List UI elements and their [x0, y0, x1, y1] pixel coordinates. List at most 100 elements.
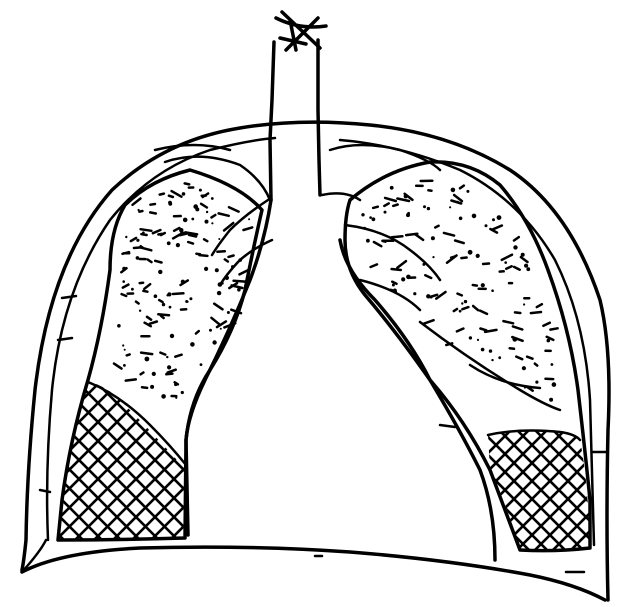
hatch-line — [368, 425, 498, 555]
speckle-dash — [150, 212, 156, 213]
speckle-dot — [469, 336, 472, 339]
speckle-dot — [200, 363, 203, 366]
speckle-dot — [406, 213, 410, 217]
speckle-dot — [466, 190, 469, 193]
speckle-dot — [122, 267, 126, 271]
speckle-dash — [397, 199, 409, 202]
speckle-dot — [204, 267, 208, 271]
speckle-dot — [384, 211, 387, 214]
speckle-dash — [502, 255, 512, 260]
speckle-dash — [126, 379, 136, 380]
speckle-dot — [181, 391, 184, 394]
speckle-dash — [168, 370, 176, 373]
speckle-dash — [131, 238, 136, 241]
speckle-dash — [514, 237, 519, 240]
speckle-dash — [234, 281, 246, 282]
speckle-dash — [136, 302, 139, 304]
speckle-dot — [491, 289, 494, 292]
hatch-line — [530, 425, 617, 555]
speckle-dot — [145, 357, 150, 362]
speckle-dash — [189, 235, 196, 237]
hatch-line — [512, 425, 617, 555]
speckle-dot — [166, 356, 168, 358]
speckle-dot — [183, 218, 188, 223]
speckle-dash — [225, 259, 228, 261]
speckle-dot — [209, 329, 212, 332]
speckle-dash — [415, 234, 423, 240]
speckle-dot — [218, 238, 220, 240]
speckle-dash — [169, 196, 173, 197]
speckle-dot — [122, 344, 124, 346]
speckle-dot — [492, 218, 495, 221]
speckle-dot — [199, 189, 202, 192]
speckle-dash — [196, 331, 199, 334]
hatch-line — [530, 425, 617, 555]
speckle-dot — [158, 270, 162, 274]
speckle-dash — [392, 269, 401, 270]
hatch-line — [146, 375, 316, 545]
speckle-dash — [174, 228, 179, 231]
speckle-dot — [175, 397, 177, 399]
speckle-dot — [477, 339, 479, 341]
speckle-dot — [139, 310, 141, 312]
speckle-dash — [147, 317, 151, 320]
speckle-dash — [537, 304, 542, 307]
speckle-dot — [523, 303, 525, 305]
speckle-dot — [176, 243, 180, 247]
tick-mark — [40, 490, 50, 492]
speckle-dash — [214, 304, 222, 310]
hatch-line — [350, 425, 480, 555]
speckle-dot — [189, 297, 192, 300]
speckle-dot — [168, 201, 172, 205]
speckle-dot — [485, 224, 488, 227]
speckle-dot — [167, 241, 171, 245]
speckle-dash — [143, 291, 147, 292]
speckle-dot — [152, 372, 156, 376]
speckle-dash — [144, 284, 150, 289]
speckle-dot — [459, 217, 463, 221]
speckle-dot — [361, 213, 364, 216]
diaphragm — [22, 540, 605, 600]
speckle-dash — [229, 256, 234, 257]
speckle-dash — [122, 294, 127, 296]
speckle-dot — [125, 236, 127, 238]
speckle-dash — [515, 312, 520, 313]
speckle-dash — [185, 183, 190, 184]
speckle-dash — [392, 282, 396, 284]
speckle-dash — [371, 264, 377, 267]
speckle-dash — [513, 326, 522, 329]
speckle-dash — [514, 267, 520, 270]
speckle-dash — [244, 227, 253, 230]
speckle-dot — [217, 291, 221, 295]
speckle-dash — [219, 213, 229, 215]
speckle-dot — [552, 382, 557, 387]
speckle-dot — [464, 300, 467, 303]
speckle-dot — [449, 206, 451, 208]
speckle-dash — [457, 329, 464, 332]
speckle-dot — [522, 366, 526, 370]
speckle-dot — [161, 394, 166, 399]
speckle-dot — [369, 216, 372, 219]
hatch-line — [127, 375, 297, 545]
speckle-dash — [480, 329, 486, 331]
speckle-dot — [366, 239, 370, 243]
speckle-dot — [526, 267, 530, 271]
speckle-dash — [159, 300, 162, 302]
speckle-dash — [384, 203, 388, 206]
speckle-dot — [211, 197, 214, 200]
speckle-dot — [231, 265, 234, 268]
speckle-dot — [422, 263, 425, 266]
speckle-dash — [203, 194, 208, 198]
right-lung-base-crosshatch — [350, 425, 617, 555]
speckle-dash — [114, 364, 122, 369]
speckle-dash — [211, 318, 219, 324]
hatch-line — [368, 425, 498, 555]
speckle-dot — [427, 207, 430, 210]
trachea-right-wall — [318, 40, 320, 195]
left-lung-base-crosshatch — [0, 375, 354, 545]
speckle-dot — [238, 258, 242, 262]
speckle-dot — [393, 289, 397, 293]
speckle-dash — [462, 307, 468, 309]
speckle-dot — [549, 398, 553, 402]
